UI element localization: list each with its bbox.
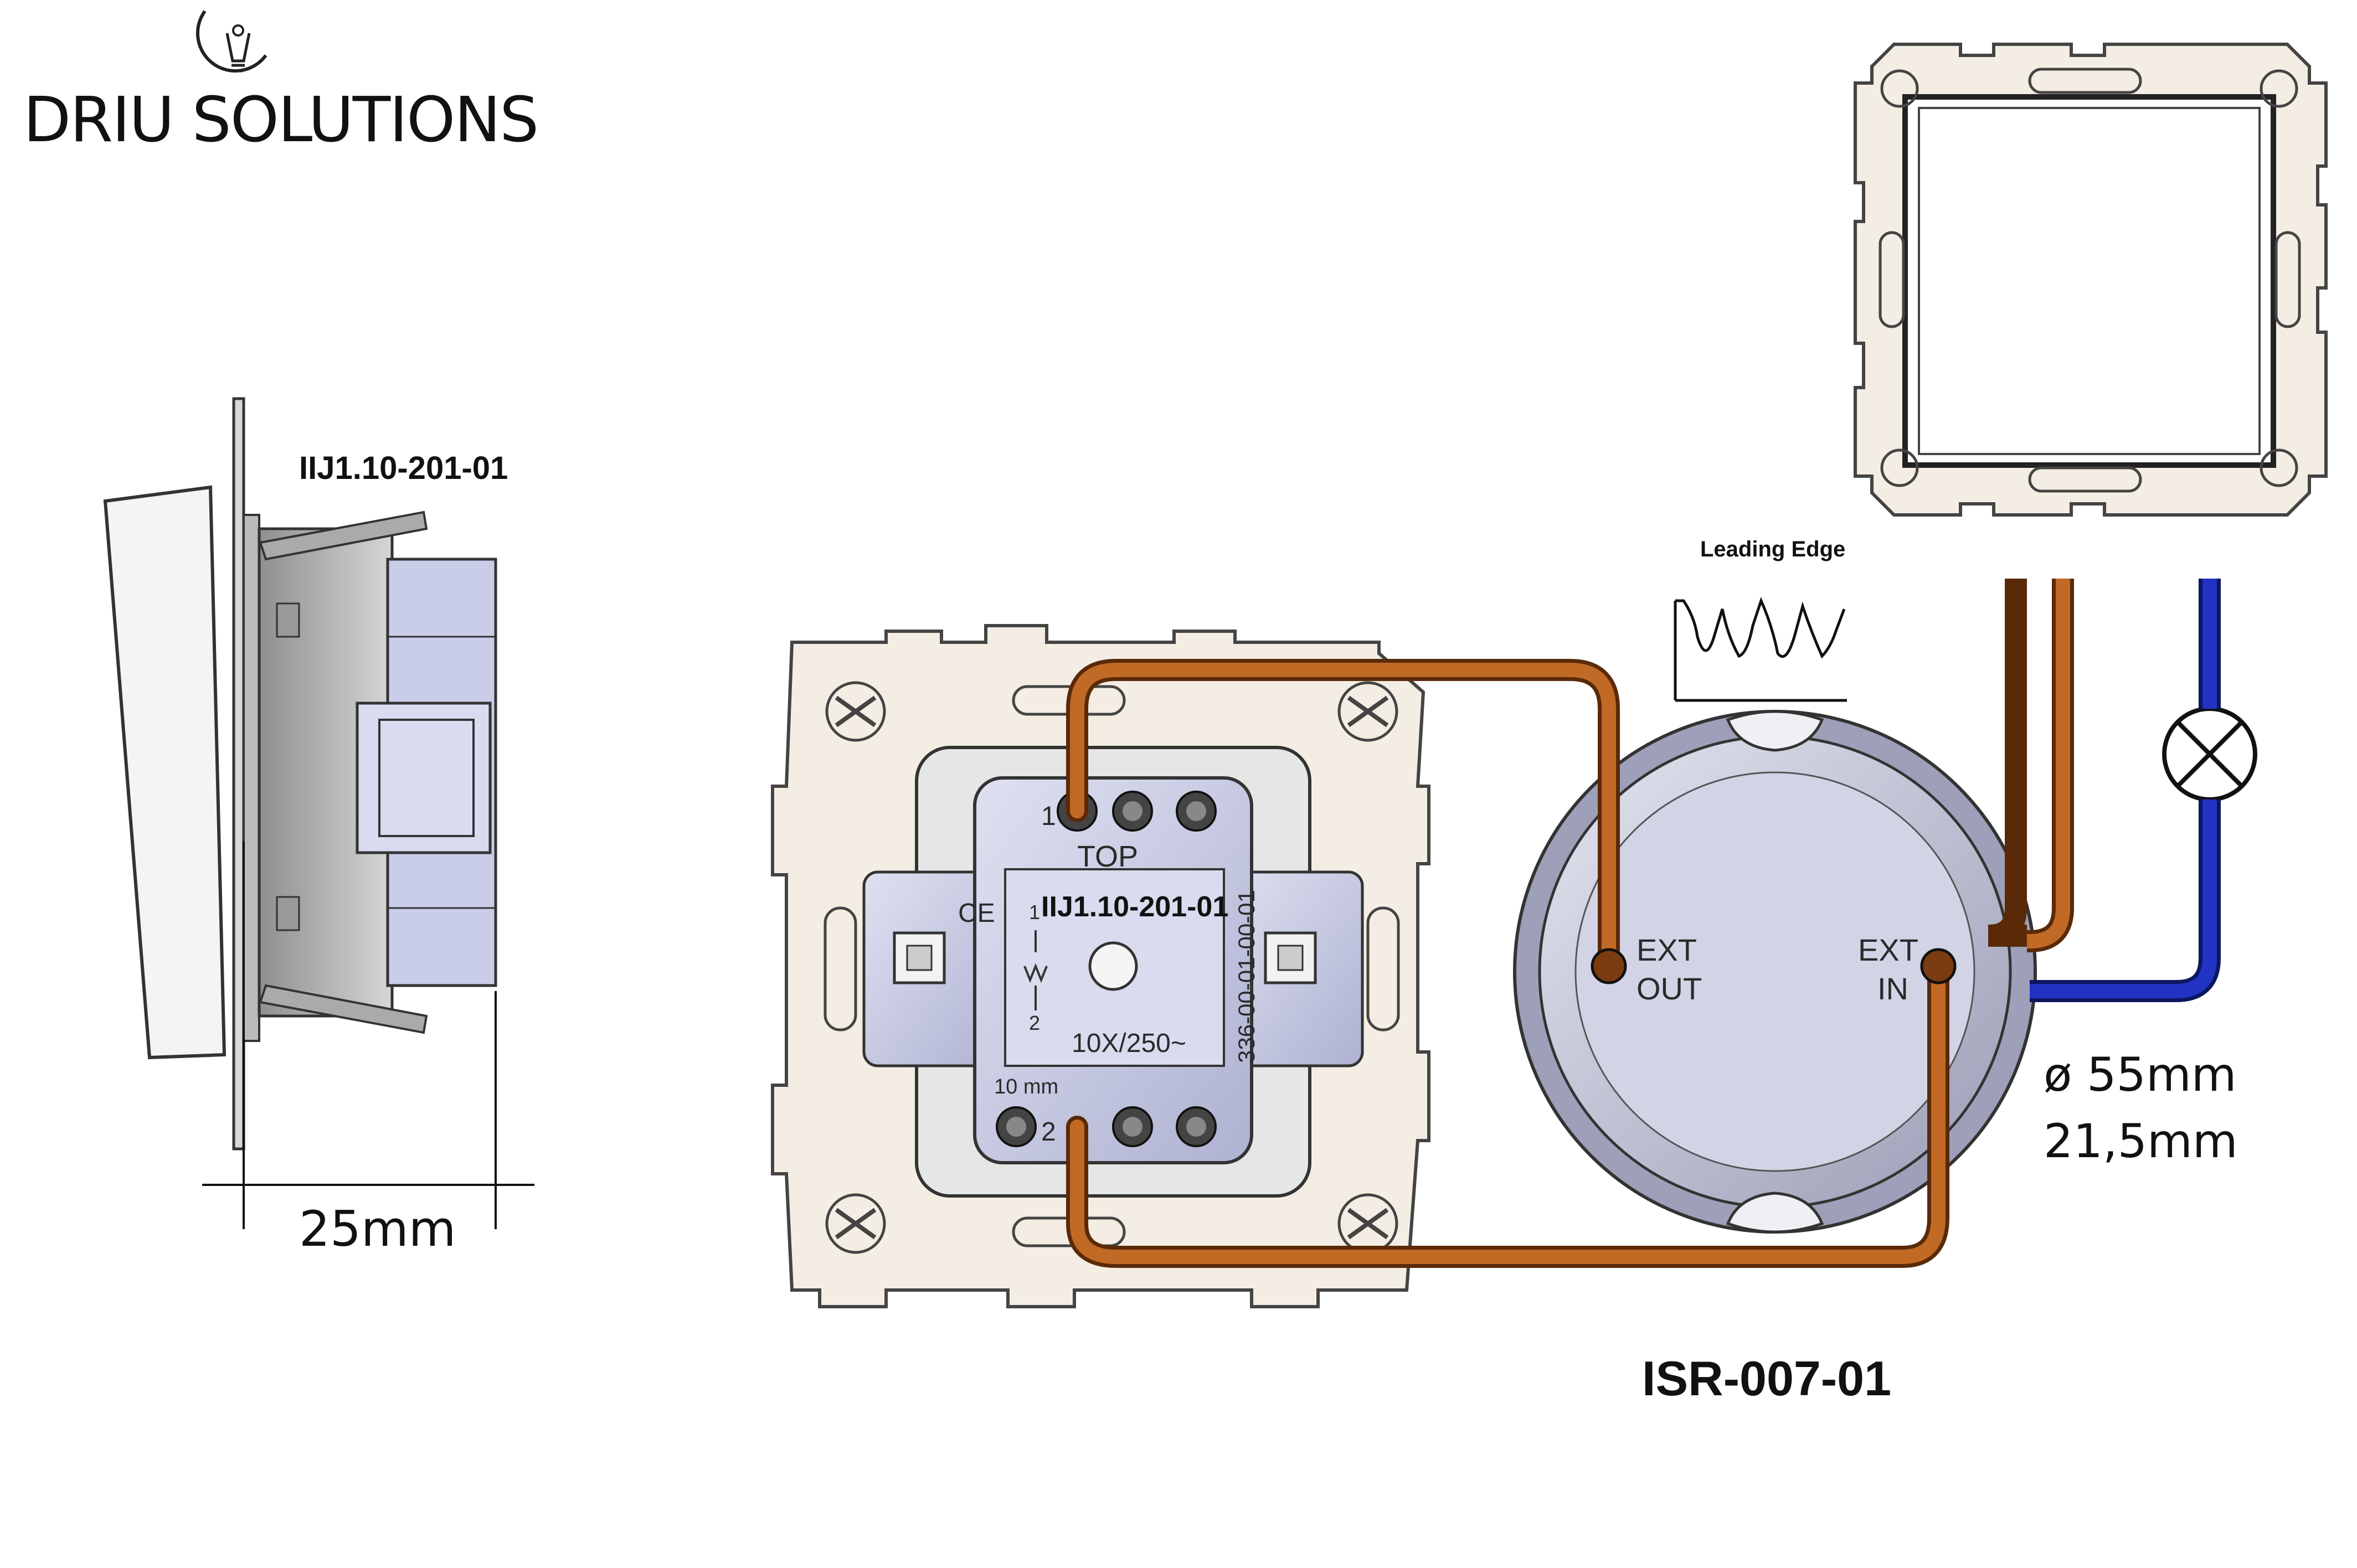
- wire-blue-to-lamp: [2030, 579, 2221, 1002]
- module-code: 336-00-01-00-01: [1233, 890, 1259, 1063]
- ce-mark: CE: [958, 899, 995, 928]
- terminal-screw: [1112, 1106, 1153, 1147]
- rating-label: 10X/250~: [1072, 1029, 1186, 1058]
- plate-screw-hole: [825, 681, 886, 742]
- dimmer-unit: EXT OUT EXT IN ø 55mm 21,5mm ISR-007-01: [1513, 710, 2238, 1406]
- ext-in-line2: IN: [1877, 971, 1908, 1006]
- brand-logo: DRIU SOLUTIONS: [23, 10, 539, 156]
- side-view-model: IIJ1.10-201-01: [299, 450, 508, 486]
- wire-brown-switch-to-ext-out: [1066, 659, 1620, 977]
- circuit-1-label: 1: [1029, 901, 1040, 924]
- dimmer-height: 21,5mm: [2044, 1114, 2238, 1168]
- ext-out-line1: EXT: [1636, 932, 1697, 967]
- terminal-2-label: 2: [1041, 1117, 1056, 1147]
- terminal-1-label: 1: [1041, 802, 1056, 831]
- terminal-screw: [1112, 791, 1153, 832]
- wire-brown-supply: [1988, 579, 2074, 952]
- side-view: IIJ1.10-201-01 25mm: [103, 397, 534, 1257]
- circuit-2-label: 2: [1029, 1012, 1040, 1034]
- terminal-screw: [996, 1106, 1037, 1147]
- switch-mechanism: 1 2 TOP IIJ1.10-201-01 10X/250~ 10 mm CE…: [771, 624, 1430, 1308]
- cover-frame: [1854, 43, 2328, 517]
- terminal-screw: [1176, 791, 1217, 832]
- ext-out-line2: OUT: [1636, 971, 1702, 1006]
- waveform-graphic: Leading Edge: [1674, 537, 1847, 702]
- brand-name: DRIU SOLUTIONS: [23, 84, 538, 156]
- module-model: IIJ1.10-201-01: [1041, 891, 1228, 923]
- terminal-screw: [1176, 1106, 1217, 1147]
- plate-screw-hole: [1337, 681, 1398, 742]
- top-label: TOP: [1077, 840, 1138, 873]
- depth-dimension: 25mm: [202, 842, 534, 1257]
- strip-length-label: 10 mm: [994, 1075, 1058, 1098]
- depth-label: 25mm: [299, 1200, 456, 1257]
- dimmer-diameter: ø 55mm: [2044, 1048, 2237, 1102]
- wire-brown-switch-to-ext-in: [1066, 955, 1949, 1268]
- ext-in-line1: EXT: [1858, 932, 1918, 967]
- plate-screw-hole: [825, 1193, 886, 1254]
- switch-symbol-icon: [1023, 930, 1048, 1010]
- dimmer-model: ISR-007-01: [1642, 1351, 1891, 1406]
- waveform-label: Leading Edge: [1700, 537, 1845, 561]
- lamp-symbol-icon: [2162, 706, 2257, 802]
- lightbulb-icon: [196, 10, 267, 73]
